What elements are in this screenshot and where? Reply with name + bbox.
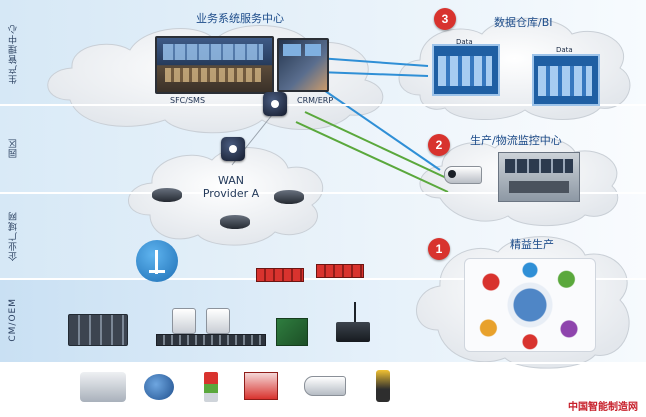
monitoring-room-image <box>498 152 580 202</box>
marker-1: 1 <box>428 238 450 260</box>
monitoring-title: 生产/物流监控中心 <box>470 134 562 147</box>
campus-switch-icon <box>221 137 245 161</box>
wireless-tower-icon <box>136 240 178 282</box>
firewall-icon-right <box>316 264 364 278</box>
sfc-control-room-image <box>155 36 274 94</box>
core-switch-icon <box>263 92 287 116</box>
data-label-2: Data <box>556 46 573 54</box>
wan-cloud <box>128 147 324 246</box>
wan-label: WAN Provider A <box>196 174 266 200</box>
firewall-icon-left <box>256 268 304 282</box>
marker-3: 3 <box>434 8 456 30</box>
valve-device <box>144 374 174 400</box>
data-panel-1 <box>432 44 500 96</box>
wan-text: WAN <box>217 174 245 187</box>
router-icon-left <box>152 188 182 202</box>
indicator-device <box>204 372 218 402</box>
marker-2: 2 <box>428 134 450 156</box>
gateway-antenna <box>354 302 356 322</box>
industrial-switch-rack <box>156 334 266 346</box>
sfc-sms-label: SFC/SMS <box>170 96 206 105</box>
gateway-router-device <box>336 322 370 342</box>
router-icon-bottom <box>220 215 250 229</box>
sensor-device <box>80 372 126 402</box>
data-panel-2 <box>532 54 600 106</box>
ap-device-1 <box>172 308 196 334</box>
watermark: 中国智能制造网 <box>568 402 638 413</box>
control-panel-device <box>244 372 278 400</box>
lean-gears-image <box>464 258 596 352</box>
crm-erp-label: CRM/ERP <box>297 96 334 105</box>
circuit-board-device <box>276 318 308 346</box>
security-camera-icon <box>444 166 482 184</box>
router-icon-right <box>274 190 304 204</box>
business-center-title: 业务系统服务中心 <box>196 12 284 25</box>
patch-panel-device <box>68 314 128 346</box>
bullet-camera-device <box>304 376 346 396</box>
data-label-1: Data <box>456 38 473 46</box>
lean-title: 精益生产 <box>510 238 554 251</box>
warehouse-title: 数据仓库/BI <box>494 16 553 29</box>
handheld-scanner-device <box>376 370 390 402</box>
crm-operator-image <box>277 38 329 92</box>
ap-device-2 <box>206 308 230 334</box>
wan-provider-text: Provider A <box>202 187 260 200</box>
